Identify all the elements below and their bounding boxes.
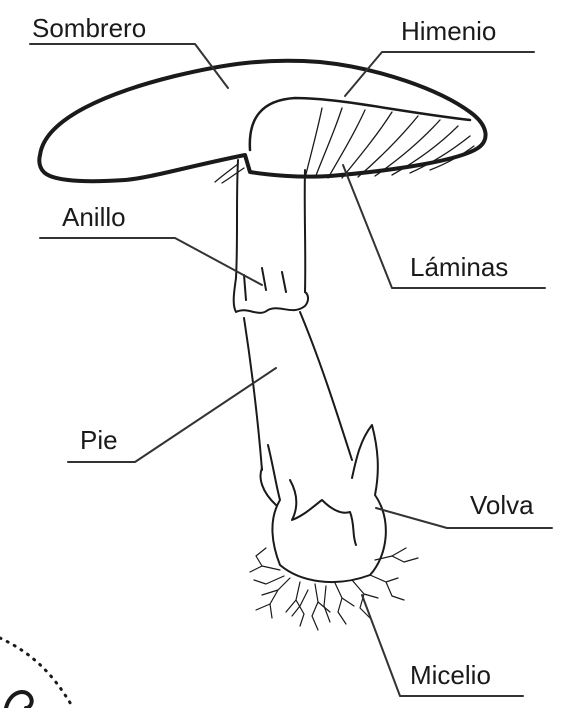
mycelium (250, 548, 418, 630)
label-himenio: Himenio (401, 16, 496, 46)
volva (261, 425, 386, 582)
label-laminas: Láminas (410, 252, 508, 282)
cap-outline (39, 61, 485, 181)
label-sombrero: Sombrero (32, 13, 146, 43)
stem-upper (236, 160, 305, 292)
leader-himenio (345, 52, 534, 96)
leader-sombrero (30, 44, 228, 88)
leader-anillo (40, 238, 262, 285)
leader-lines (30, 44, 552, 696)
label-volva: Volva (470, 490, 534, 520)
mushroom-illustration (39, 61, 485, 630)
label-micelio: Micelio (410, 660, 491, 690)
label-pie: Pie (80, 425, 118, 455)
labels: Sombrero Himenio Anillo Láminas Pie Volv… (32, 13, 534, 690)
partial-glyph-decoration (6, 692, 32, 708)
stem-lower (244, 312, 352, 470)
label-anillo: Anillo (62, 202, 126, 232)
